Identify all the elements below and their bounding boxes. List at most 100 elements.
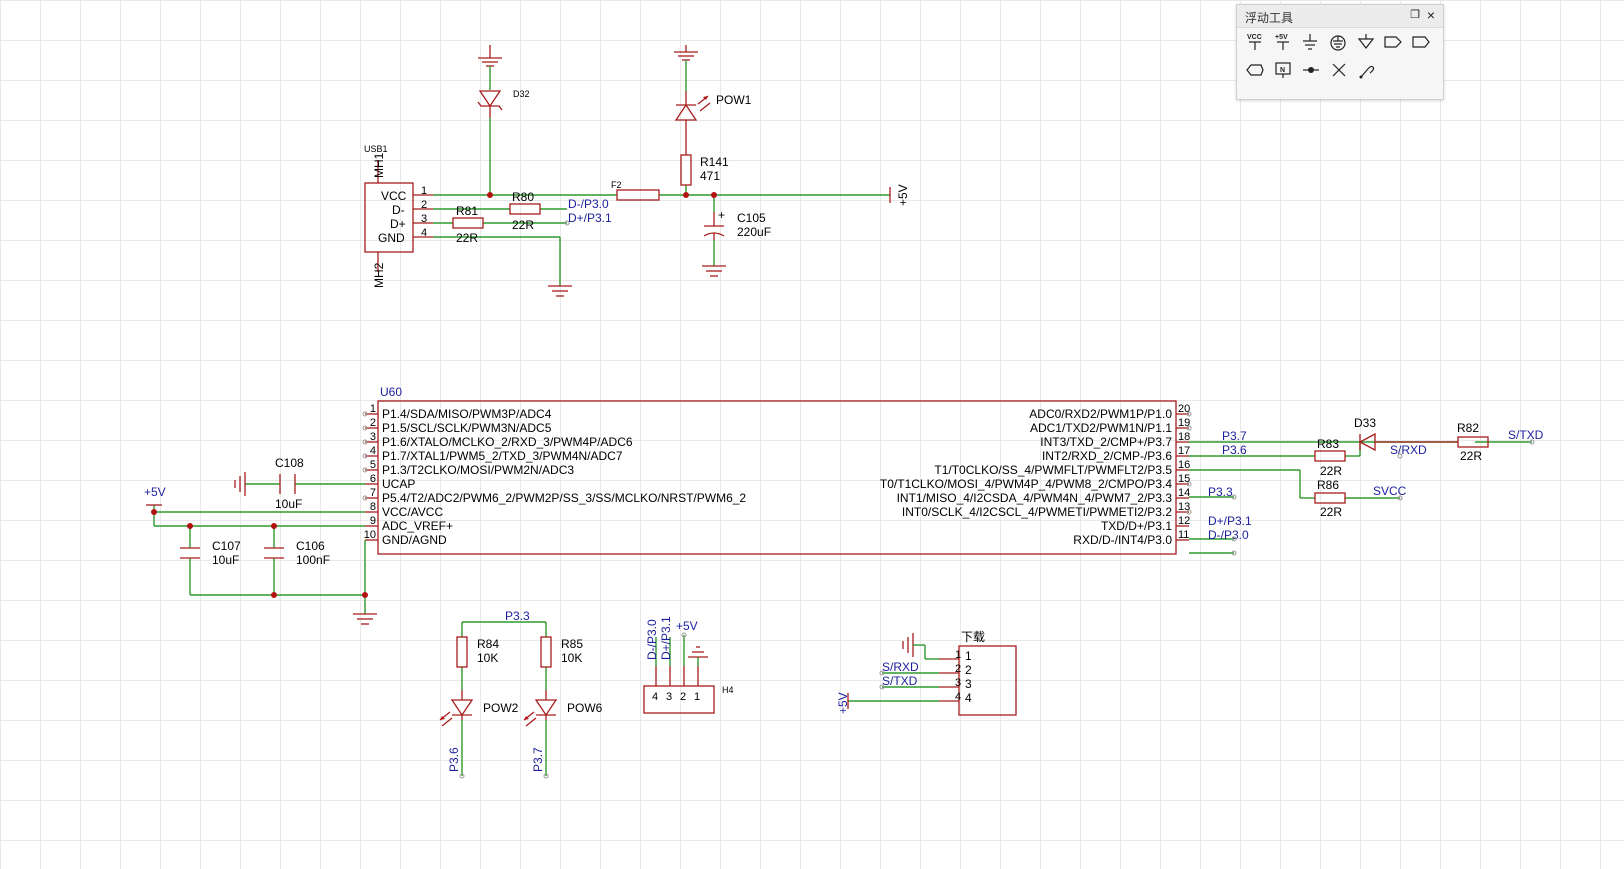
u60-left-pin-number: 9	[370, 515, 376, 527]
u60-left-pin-name: VCC/AVCC	[382, 505, 443, 519]
r84-value: 10K	[477, 651, 498, 665]
vcc-tool-button[interactable]: VCC	[1243, 31, 1267, 53]
u60-left-pin-end[interactable]	[362, 439, 368, 445]
led-net-top[interactable]: P3.3	[505, 609, 530, 623]
floating-toolbox[interactable]: 浮动工具 ❐ × VCC +5V	[1236, 4, 1444, 100]
no-connect-tool-button[interactable]	[1327, 59, 1351, 81]
c107-value: 10uF	[212, 553, 239, 567]
c108-capacitor[interactable]: C108 10uF	[275, 456, 304, 511]
pow6-label: POW6	[567, 701, 603, 715]
ground-tool-button[interactable]	[1298, 31, 1322, 53]
netport-out-tool-button[interactable]	[1243, 59, 1267, 81]
download-pin-num-1: 1	[955, 649, 961, 661]
h4-net-5v[interactable]: +5V	[676, 619, 698, 633]
usb-net-dplus[interactable]: D+/P3.1	[568, 211, 612, 225]
junction-tool-button[interactable]	[1299, 59, 1323, 81]
net-svcc[interactable]: SVCC	[1373, 484, 1407, 498]
r83-resistor[interactable]: R83 22R	[1314, 437, 1346, 478]
usb-net-dminus[interactable]: D-/P3.0	[568, 197, 609, 211]
wire-probe-tool-button[interactable]	[1355, 59, 1379, 81]
c105-capacitor[interactable]: + C105 220uF	[703, 208, 771, 240]
u60-right-pin-end[interactable]	[1186, 509, 1192, 515]
restore-icon[interactable]: ❐	[1410, 9, 1420, 21]
u60-right-pin-end[interactable]	[1186, 411, 1192, 417]
u60-left-pin-end[interactable]	[362, 411, 368, 417]
download-net-5v[interactable]: +5V	[836, 692, 850, 714]
d33-diode[interactable]: D33	[1354, 416, 1458, 452]
net-srxd[interactable]: S/RXD	[1390, 443, 1427, 457]
u60-right-pin-end[interactable]	[1186, 481, 1192, 487]
u60-left-pin-number: 10	[364, 529, 376, 541]
c107-ref: C107	[212, 539, 241, 553]
h4-net-dminus[interactable]: D-/P3.0	[645, 619, 659, 660]
u60-right-pin-number: 14	[1178, 487, 1190, 499]
usb-mh1-label: MH1	[372, 152, 386, 178]
earth-tool-button[interactable]	[1326, 31, 1350, 53]
download-net-stxd[interactable]: S/TXD	[882, 674, 918, 688]
usb-pin-num-3: 3	[421, 213, 427, 225]
u60-left-pin-end[interactable]	[362, 425, 368, 431]
netport-bidir-tool-button[interactable]	[1409, 31, 1433, 53]
c106-ref: C106	[296, 539, 325, 553]
r84-resistor[interactable]: R84 10K	[456, 636, 499, 668]
c107-capacitor[interactable]: C107 10uF	[180, 539, 241, 567]
net-dplus-right[interactable]: D+/P3.1	[1208, 514, 1252, 528]
u60-left-pin-end[interactable]	[362, 495, 368, 501]
r81-resistor[interactable]: R81 22R	[452, 204, 484, 245]
r82-resistor[interactable]: R82 22R	[1457, 421, 1489, 463]
net-dminus-right[interactable]: D-/P3.0	[1208, 528, 1249, 542]
usb-ground-symbol	[548, 285, 572, 297]
download-net-srxd[interactable]: S/RXD	[882, 660, 919, 674]
d32-tvs-diode[interactable]: D32	[477, 89, 530, 118]
toolbox-header[interactable]: 浮动工具 ❐ ×	[1237, 5, 1443, 28]
download-pin-4: 4	[965, 691, 972, 705]
r80-resistor[interactable]: R80 22R	[509, 190, 541, 232]
net-p37-right[interactable]: P3.7	[1222, 429, 1247, 443]
pow1-led[interactable]: POW1	[674, 91, 752, 155]
h4-net-dplus[interactable]: D+/P3.1	[659, 616, 673, 660]
signal-ground-tool-button[interactable]	[1354, 31, 1378, 53]
f2-fuse[interactable]: F2	[611, 180, 660, 201]
led-net-p36[interactable]: P3.6	[447, 747, 461, 772]
u60-right-pin-end[interactable]	[1186, 425, 1192, 431]
r141-resistor[interactable]: R141 471	[680, 154, 729, 186]
c106-capacitor[interactable]: C106 100nF	[264, 539, 330, 567]
close-icon[interactable]: ×	[1426, 7, 1436, 23]
mcu-vcc-port[interactable]: +5V	[144, 485, 166, 506]
net-stxd[interactable]: S/TXD	[1508, 428, 1544, 442]
usb-mh2-label: MH2	[372, 262, 386, 288]
netlabel-tool-button[interactable]: N	[1271, 59, 1295, 81]
download-connector[interactable]: 下载 1 2 3 4 1 2 3 4 S/RXD S/TXD	[836, 630, 1017, 716]
h4-header[interactable]: 4 3 2 1 H4 D-/P3.0 D+/P3.1 +5V	[643, 616, 734, 714]
r85-resistor[interactable]: R85 10K	[540, 636, 583, 668]
h4-pin-2: 2	[680, 691, 686, 703]
r86-resistor[interactable]: R86 22R	[1314, 478, 1346, 519]
plus5v-tool-button[interactable]: +5V	[1271, 31, 1295, 53]
usb-connector[interactable]: USB1 MH1 MH2 VCC D- D+ GND 1 2 3 4	[364, 144, 433, 288]
netport-tool-button[interactable]	[1382, 31, 1406, 53]
u60-ref: U60	[380, 385, 402, 399]
u60-right-pin-number: 18	[1178, 431, 1190, 443]
u60-right-pin-name: INT1/MISO_4/I2CSDA_4/PWM4N_4/PWM7_2/P3.3	[897, 491, 1173, 505]
usb-pin-dminus: D-	[392, 203, 405, 217]
netlabel-icon: N	[1275, 62, 1291, 78]
signal-ground-icon	[1357, 34, 1374, 49]
u60-left-pin-end[interactable]	[362, 453, 368, 459]
usb-vout-port[interactable]: +5V	[889, 184, 910, 206]
pow2-led[interactable]: POW2	[439, 690, 519, 727]
svg-text:VCC: VCC	[1247, 34, 1262, 41]
r86-value: 22R	[1320, 505, 1342, 519]
pow6-led[interactable]: POW6	[523, 690, 603, 727]
u60-left-pin-number: 1	[370, 403, 376, 415]
net-p36-right[interactable]: P3.6	[1222, 443, 1247, 457]
u60-left-pin-end[interactable]	[362, 467, 368, 473]
net-p33-right[interactable]: P3.3	[1208, 485, 1233, 499]
led-net-p37[interactable]: P3.7	[531, 747, 545, 772]
led-block-wires	[461, 621, 547, 776]
pow2-label: POW2	[483, 701, 519, 715]
u60-right-pin-number: 17	[1178, 445, 1190, 457]
